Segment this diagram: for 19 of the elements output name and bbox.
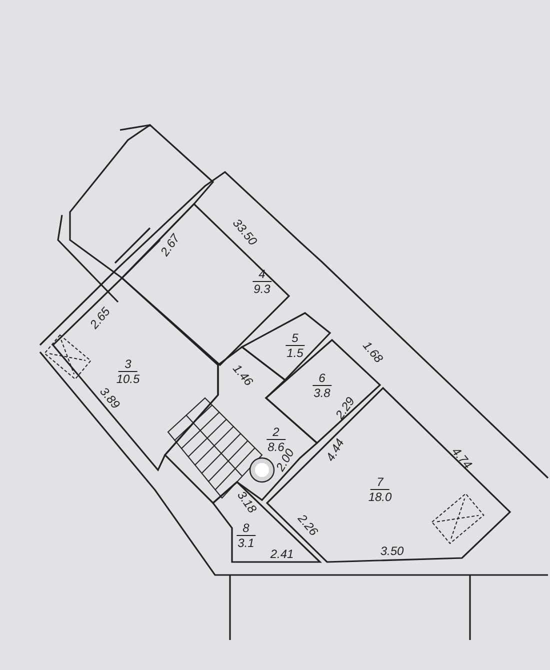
dimension-label: 3.89	[98, 385, 122, 411]
room-area: 3.1	[238, 536, 254, 550]
room-number: 3	[118, 358, 138, 372]
dimension-label: 3.50	[380, 545, 404, 557]
dimension-label: 1.46	[230, 362, 256, 388]
room-area: 3.8	[314, 386, 330, 400]
room-number: 2	[266, 426, 286, 440]
room-area: 18.0	[368, 490, 392, 504]
dimension-label: 1.68	[360, 339, 386, 365]
room-number: 7	[370, 476, 390, 490]
dimension-label: 2.41	[270, 548, 294, 560]
dimension-label: 4.74	[450, 445, 474, 471]
room-number: 8	[236, 522, 256, 536]
room-number: 5	[286, 332, 304, 346]
dimension-label: 2.26	[296, 512, 320, 538]
room-number: 6	[312, 372, 332, 386]
room-area: 9.3	[254, 282, 270, 296]
room-area: 1.5	[286, 346, 304, 360]
room-area: 10.5	[116, 372, 140, 386]
